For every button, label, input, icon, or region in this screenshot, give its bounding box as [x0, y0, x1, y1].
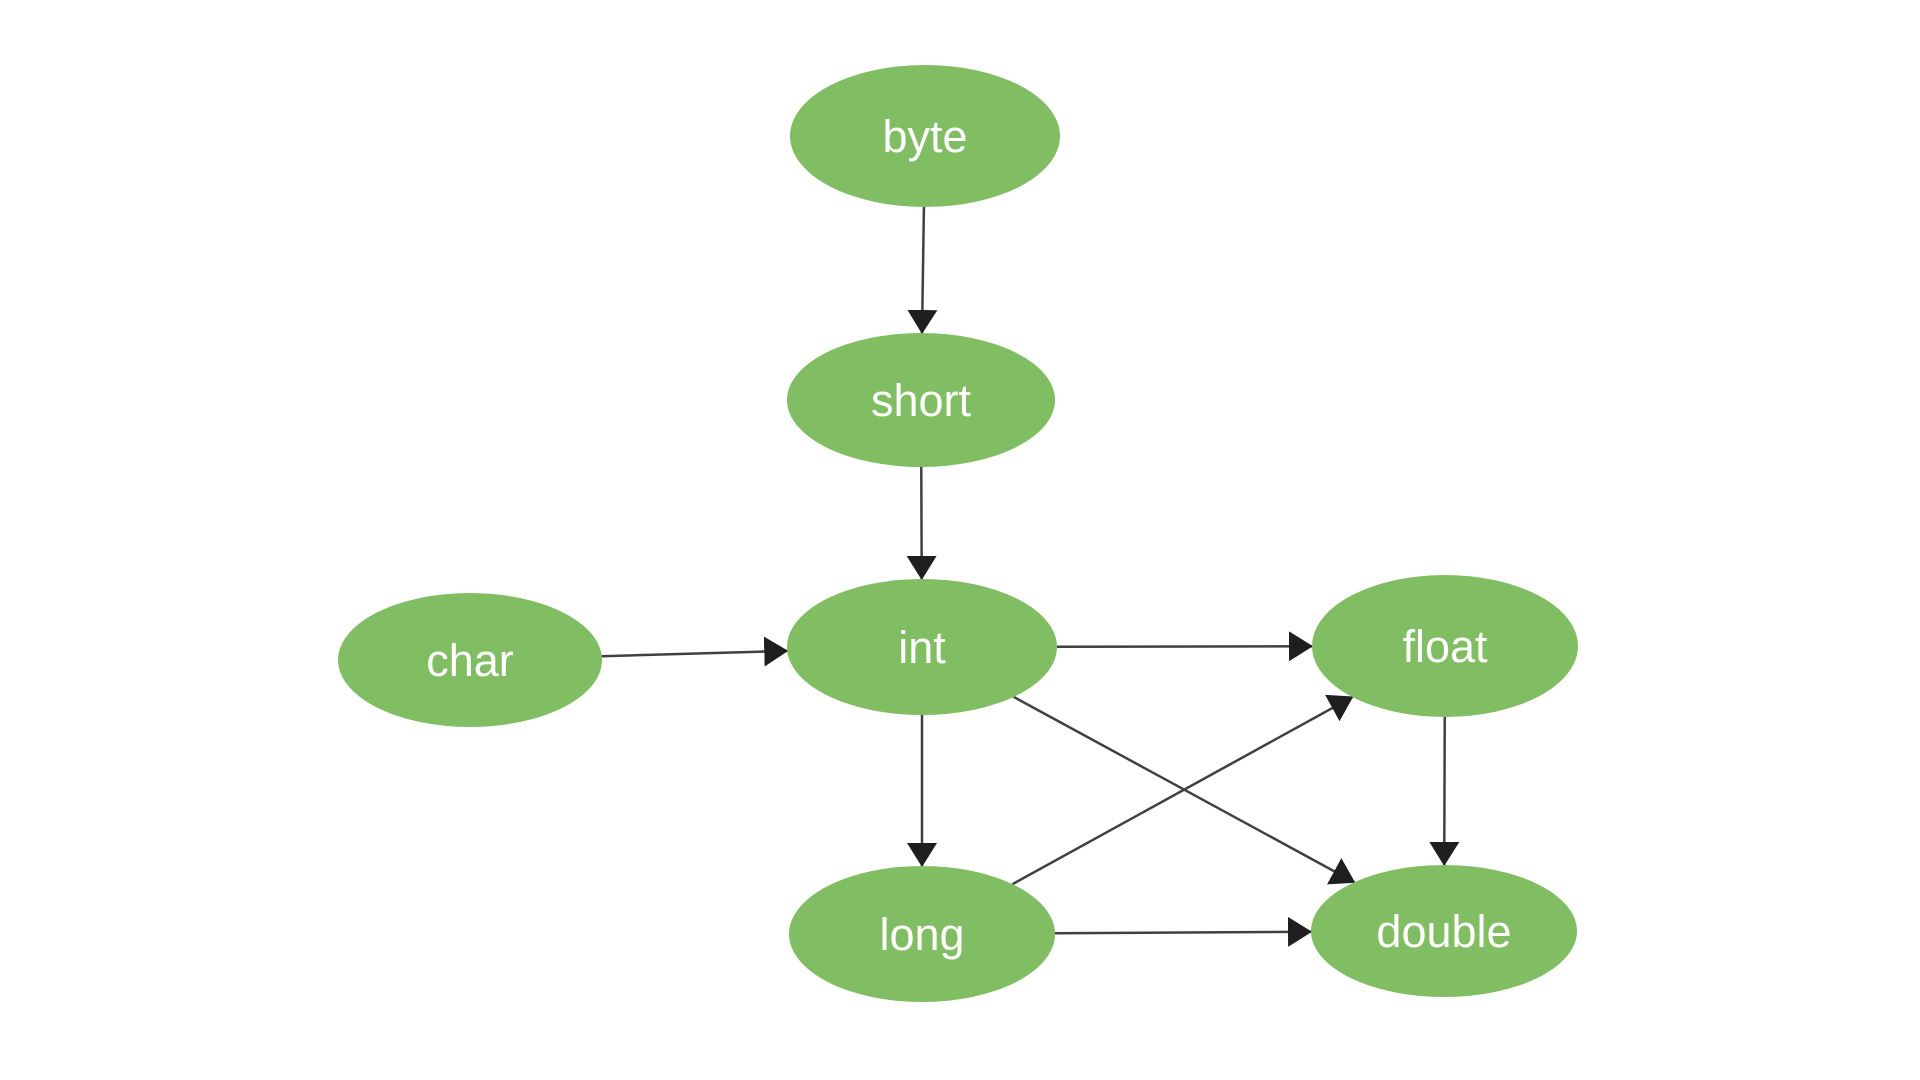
node-ellipse-float: [1312, 575, 1578, 717]
edge-long-to-double: [1054, 916, 1313, 947]
nodes-layer: byte short char int float long double: [338, 65, 1578, 1002]
edge-float-to-double: [1429, 716, 1460, 867]
node-ellipse-byte: [790, 65, 1060, 207]
node-ellipse-long: [789, 866, 1055, 1002]
node-long: long: [789, 866, 1055, 1002]
edge-byte-to-short: [907, 206, 938, 335]
node-char: char: [338, 593, 602, 727]
node-ellipse-double: [1311, 865, 1577, 997]
node-ellipse-char: [338, 593, 602, 727]
edge-char-to-int: [601, 636, 789, 667]
edge-long-to-float: [1011, 694, 1354, 886]
node-short: short: [787, 333, 1055, 467]
node-byte: byte: [790, 65, 1060, 207]
node-int: int: [787, 579, 1057, 715]
edges-layer: [601, 206, 1460, 947]
node-double: double: [1311, 865, 1577, 997]
node-ellipse-int: [787, 579, 1057, 715]
node-ellipse-short: [787, 333, 1055, 467]
node-float: float: [1312, 575, 1578, 717]
